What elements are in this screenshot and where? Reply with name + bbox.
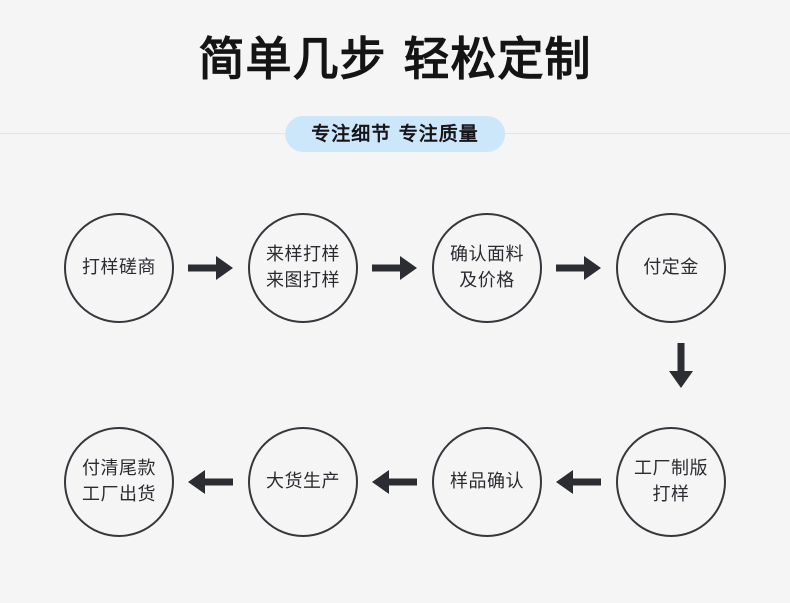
step-label: 来图打样	[266, 269, 340, 291]
step-node-8[interactable]: 付清尾款 工厂出货	[64, 426, 174, 537]
arrow-right-icon	[372, 255, 417, 280]
arrow-left-2	[358, 427, 432, 537]
arrow-right-2	[358, 213, 432, 323]
step-label: 工厂出货	[82, 483, 156, 505]
subtitle-badge: 专注细节 专注质量	[285, 116, 505, 152]
step-node-7[interactable]: 大货生产	[248, 426, 358, 537]
arrow-left-3	[542, 427, 616, 537]
arrow-right-3	[542, 213, 616, 323]
page-title: 简单几步 轻松定制	[198, 32, 592, 86]
step-label: 打样磋商	[82, 256, 156, 278]
arrow-down-1	[666, 343, 696, 389]
page-header: 简单几步 轻松定制 专注细节 专注质量	[0, 0, 790, 175]
arrow-left-1	[174, 427, 248, 537]
flow-row-1: 打样磋商 来样打样 来图打样 确认面料 及价格	[0, 200, 790, 335]
step-label: 工厂制版	[634, 457, 708, 479]
arrow-right-1	[174, 213, 248, 323]
step-node-5[interactable]: 工厂制版 打样	[616, 426, 726, 537]
arrow-left-icon	[556, 469, 601, 494]
step-node-6[interactable]: 样品确认	[432, 426, 542, 537]
step-label: 打样	[652, 483, 690, 505]
flow-turn-connector	[0, 335, 790, 397]
step-label: 样品确认	[450, 470, 524, 492]
step-label: 大货生产	[266, 470, 340, 492]
process-flow: 打样磋商 来样打样 来图打样 确认面料 及价格	[0, 175, 790, 549]
step-label: 付定金	[643, 256, 699, 278]
step-node-3[interactable]: 确认面料 及价格	[432, 212, 542, 323]
arrow-down-icon	[669, 343, 693, 388]
arrow-left-icon	[372, 469, 417, 494]
flow-row-2: 付清尾款 工厂出货 大货生产 样品确认	[0, 414, 790, 549]
step-label: 付清尾款	[82, 457, 156, 479]
step-label: 及价格	[459, 269, 515, 291]
arrow-left-icon	[188, 469, 233, 494]
arrow-right-icon	[188, 255, 233, 280]
step-node-2[interactable]: 来样打样 来图打样	[248, 212, 358, 323]
arrow-right-icon	[556, 255, 601, 280]
step-node-1[interactable]: 打样磋商	[64, 212, 174, 323]
step-label: 确认面料	[450, 243, 524, 265]
step-node-4[interactable]: 付定金	[616, 212, 726, 323]
step-label: 来样打样	[266, 243, 340, 265]
